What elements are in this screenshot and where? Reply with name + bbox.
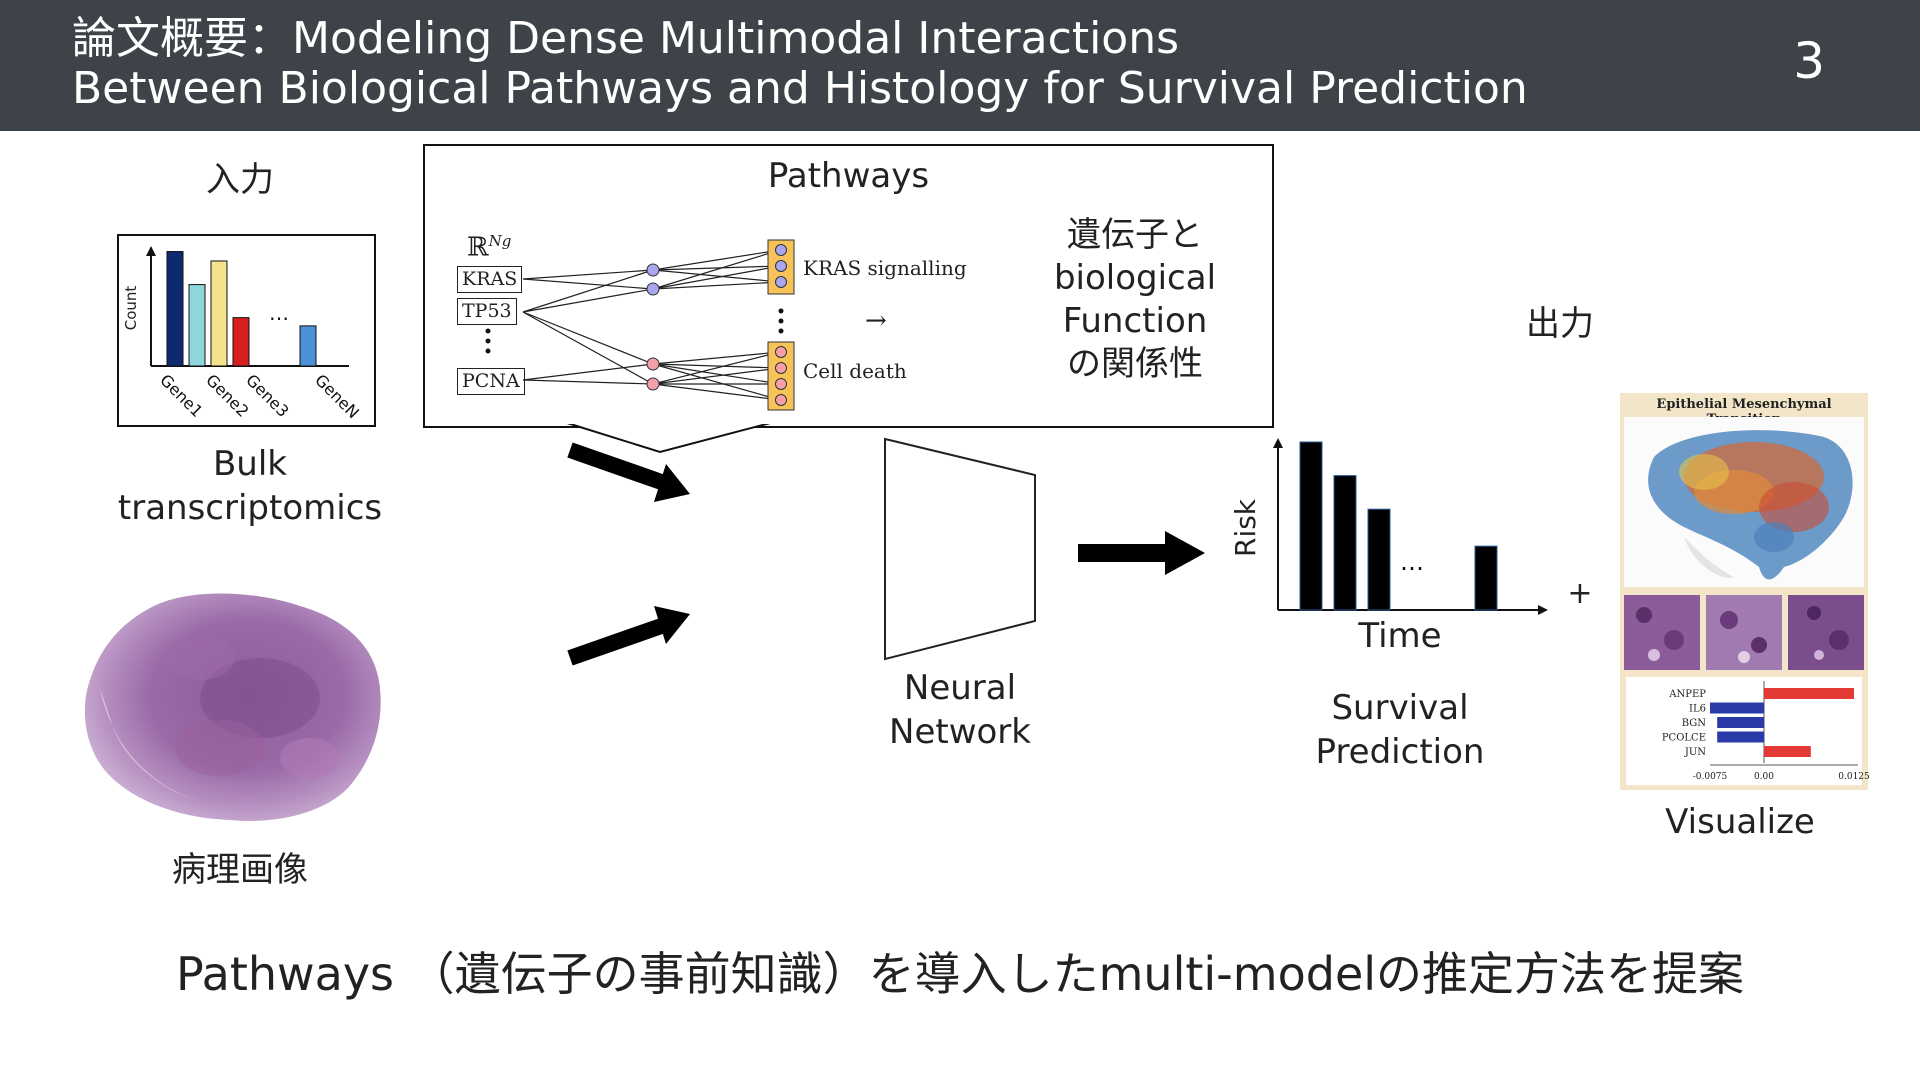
pathology-caption: 病理画像	[172, 850, 308, 890]
attr-tick-label: 0.00	[1754, 772, 1774, 782]
kras-signalling-label: KRAS signalling	[803, 256, 967, 280]
bulk-caption: Bulk transcriptomics	[100, 442, 400, 530]
pathways-arrow: →	[865, 306, 887, 336]
neural-network-shape	[884, 437, 1036, 661]
attr-tick-label: -0.0075	[1693, 772, 1728, 782]
risk-y-arrowhead	[1273, 438, 1283, 448]
attr-bar	[1764, 688, 1854, 699]
histology-patches	[1624, 595, 1864, 670]
page-number: 3	[1793, 32, 1825, 90]
bulk-bar-4	[232, 317, 250, 367]
gene-box-pcna: PCNA	[457, 368, 525, 395]
bulk-chart: Count … Gene1 Gene2 Gene3 GeneN	[122, 246, 363, 422]
arrow-from-genomics	[567, 442, 690, 502]
survival-caption-line2: Prediction	[1315, 732, 1485, 772]
cell-death-label: Cell death	[803, 359, 907, 383]
risk-y-label: Risk	[1229, 498, 1262, 557]
plus-sign: +	[1567, 576, 1593, 611]
arrow-to-output	[1078, 531, 1205, 575]
pathways-panel: Pathways ℝNg KRAS TP53 PCNA KRAS signall…	[423, 144, 1274, 428]
gene-box-kras: KRAS	[457, 266, 523, 293]
output-label: 出力	[1526, 304, 1594, 344]
risk-bar-5	[1474, 545, 1498, 611]
gene-box-tp53: TP53	[457, 298, 517, 325]
attr-tick-label: 0.0125	[1838, 772, 1870, 782]
title-line-1: 論文概要：Modeling Dense Multimodal Interacti…	[72, 13, 1180, 64]
attr-bar	[1717, 717, 1764, 728]
bulk-y-arrowhead	[146, 246, 156, 256]
attr-gene-label: IL6	[1689, 704, 1706, 715]
arrow-from-pathology	[567, 606, 690, 666]
rn-superscript: Ng	[488, 232, 512, 250]
pathway-network-diagram	[485, 239, 795, 411]
visualize-panel: Epithelial Mesenchymal Transition ANPEPI…	[1620, 393, 1870, 790]
desc-line4: の関係性	[1067, 344, 1203, 384]
attr-bar	[1717, 731, 1764, 743]
attr-bar	[1710, 702, 1764, 714]
attr-bar	[1764, 746, 1811, 757]
slide-header: 論文概要：Modeling Dense Multimodal Interacti…	[0, 0, 1920, 131]
survival-caption: Survival Prediction	[1280, 686, 1520, 774]
risk-chart: Risk …	[1229, 438, 1548, 615]
visualize-caption: Visualize	[1665, 802, 1815, 842]
pathways-title: Pathways	[767, 156, 930, 196]
pathways-description: 遺伝子と biological Function の関係性	[1035, 214, 1235, 386]
desc-line1: 遺伝子と	[1067, 215, 1203, 255]
bulk-ellipsis: …	[269, 301, 289, 325]
pathways-callout-tail	[562, 420, 776, 454]
title-line-2: Between Biological Pathways and Histolog…	[72, 63, 1528, 114]
bulk-caption-line1: Bulk	[212, 444, 287, 484]
neural-network-caption: Neural Network	[860, 666, 1060, 754]
bulk-bar-3	[210, 260, 228, 367]
attr-gene-label: ANPEP	[1668, 689, 1706, 700]
attr-gene-label: PCOLCE	[1662, 733, 1706, 744]
risk-bar-1	[1299, 441, 1323, 611]
slide-title: 論文概要：Modeling Dense Multimodal Interacti…	[72, 14, 1528, 114]
pathology-slide-image	[84, 593, 381, 821]
bulk-bar-2	[188, 284, 206, 367]
bulk-caption-line2: transcriptomics	[117, 488, 383, 528]
desc-line2: biological	[1053, 258, 1217, 298]
input-label: 入力	[206, 160, 274, 200]
heatmap-overlay-image	[1624, 417, 1864, 587]
gene-label-2: Gene2	[202, 370, 252, 420]
risk-bar-3	[1367, 508, 1391, 611]
footer-summary: Pathways （遺伝子の事前知識）を導入したmulti-modelの推定方法…	[175, 947, 1745, 1001]
rn-symbol: ℝNg	[467, 232, 511, 263]
attr-gene-label: BGN	[1682, 718, 1707, 729]
risk-x-label: Time	[1358, 616, 1442, 656]
neural-network-line1: Neural	[903, 668, 1017, 708]
attr-gene-label: JUN	[1684, 747, 1706, 758]
neural-network-line2: Network	[889, 712, 1031, 752]
gene-label-3: Gene3	[242, 370, 292, 420]
risk-bar-2	[1333, 475, 1357, 611]
gene-label-n: GeneN	[311, 370, 363, 422]
bulk-bar-1	[166, 251, 184, 367]
desc-line3: Function	[1062, 301, 1208, 341]
survival-caption-line1: Survival	[1331, 688, 1469, 728]
gene-label-1: Gene1	[156, 370, 206, 420]
risk-ellipsis: …	[1400, 548, 1424, 576]
bulk-chart-frame: Count … Gene1 Gene2 Gene3 GeneN	[117, 234, 376, 427]
rn-symbol-text: ℝ	[467, 232, 489, 263]
risk-x-arrowhead	[1538, 605, 1548, 615]
bulk-bar-5	[299, 325, 317, 367]
bulk-y-label: Count	[122, 286, 140, 331]
